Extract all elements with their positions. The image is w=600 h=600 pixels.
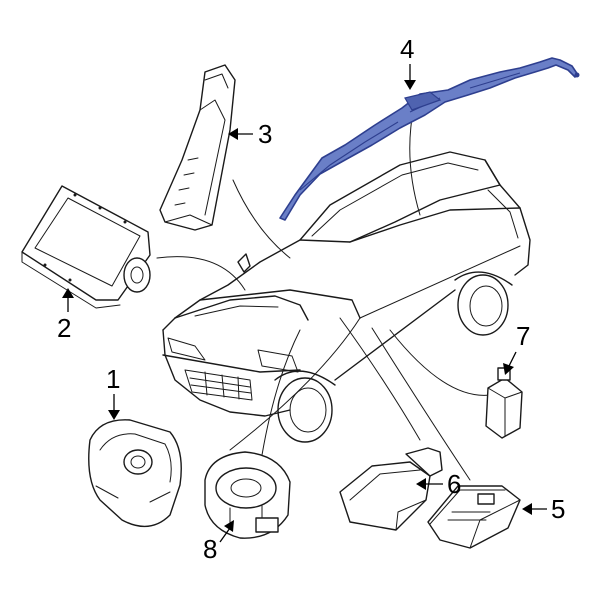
part-1-driver-airbag[interactable] [88,419,182,528]
svg-text:8: 8 [203,534,217,564]
callout-3: 3 [228,119,272,149]
svg-text:2: 2 [57,313,71,343]
callout-6: 6 [416,469,461,499]
vehicle-outline [162,151,531,443]
part-2-passenger-airbag[interactable] [21,185,151,309]
part-6-knee-airbag[interactable] [339,447,443,531]
leader-sweeps [156,117,491,481]
callout-5: 5 [522,494,565,524]
callout-2: 2 [57,288,74,343]
svg-text:4: 4 [400,34,414,64]
callout-4: 4 [400,34,416,90]
svg-text:5: 5 [551,494,565,524]
callouts: 1 2 3 4 5 6 7 [57,34,565,564]
callout-7: 7 [503,321,530,375]
callout-1: 1 [106,364,120,420]
svg-text:6: 6 [447,469,461,499]
part-5-control-module[interactable] [427,485,521,549]
svg-text:3: 3 [258,119,272,149]
svg-text:1: 1 [106,364,120,394]
svg-text:7: 7 [516,321,530,351]
part-8-clock-spring[interactable] [204,451,291,539]
part-4-curtain-airbag[interactable] [279,57,580,221]
callout-8: 8 [203,520,234,564]
part-3-side-airbag[interactable] [159,64,236,231]
part-7-sensor[interactable] [485,367,523,439]
